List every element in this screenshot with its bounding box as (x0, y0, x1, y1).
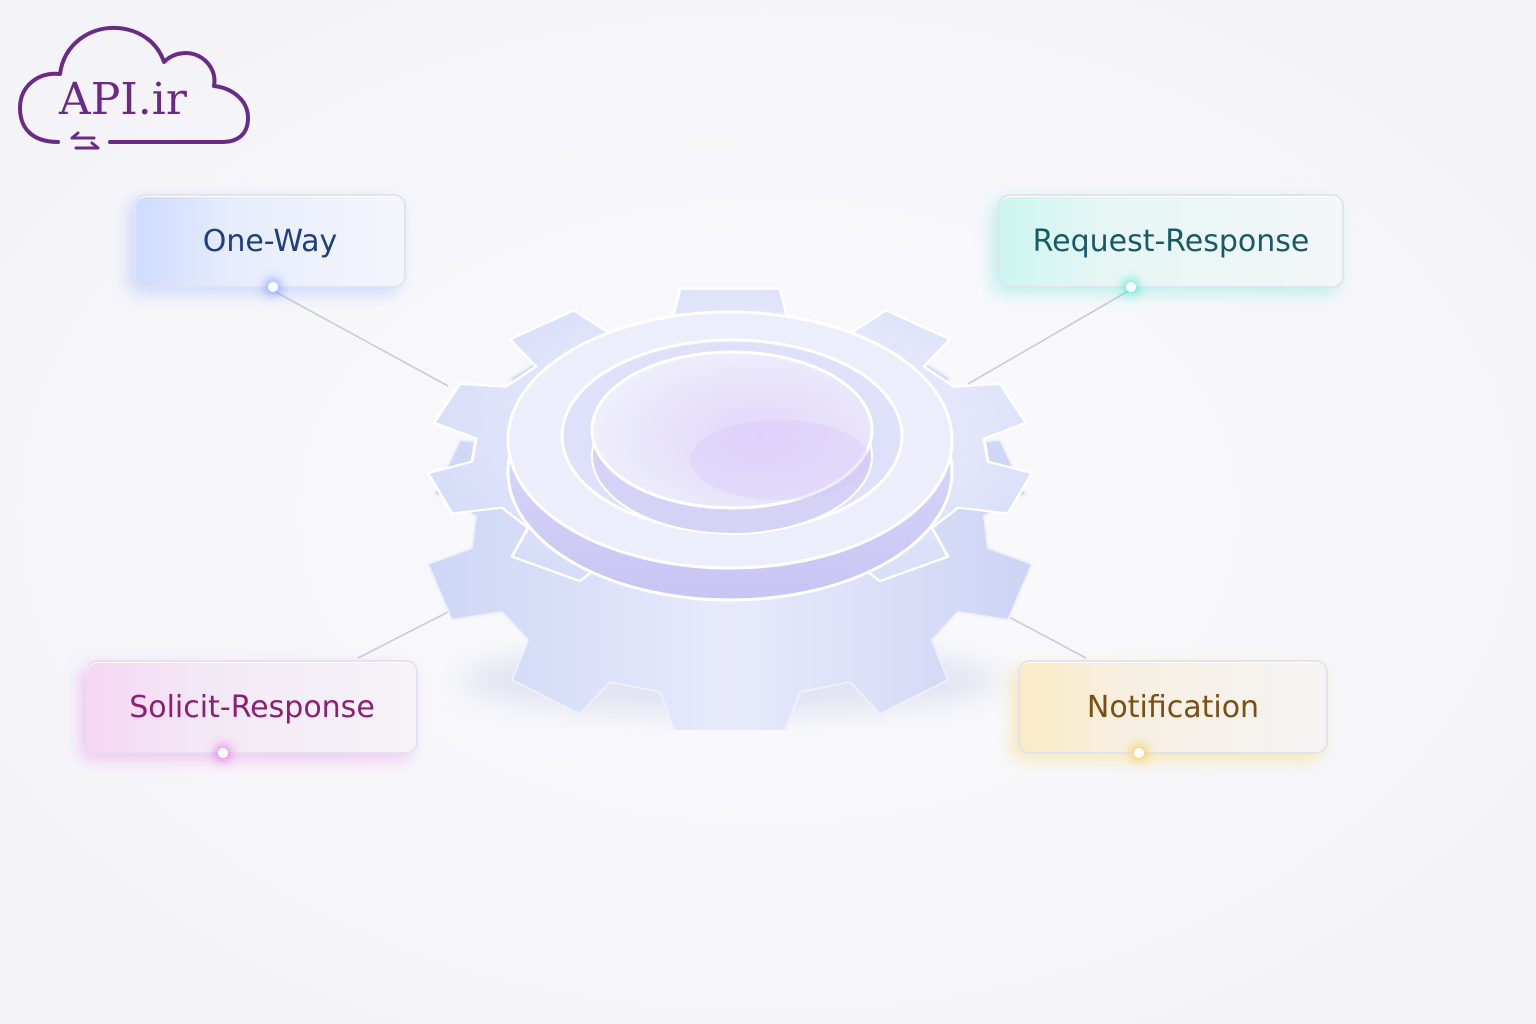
connector-notification (995, 609, 1087, 659)
node-solicit-response: Solicit-Response (86, 660, 418, 758)
connector-solicit-response (357, 609, 453, 659)
node-request-response-anchor (1126, 282, 1136, 292)
connector-request-response (967, 289, 1131, 385)
logo: API.ir (18, 18, 254, 158)
cloud-exchange-icon (18, 25, 250, 150)
node-one-way-label: One-Way (202, 223, 338, 259)
node-one-way: One-Way (134, 194, 406, 292)
connector-one-way (271, 289, 449, 387)
gear-hub-glow (690, 420, 870, 500)
node-request-response-label: Request-Response (1032, 223, 1310, 259)
node-solicit-response-anchor (218, 748, 228, 758)
node-notification-anchor (1134, 748, 1144, 758)
logo-text: API.ir (59, 74, 187, 125)
node-notification: Notification (1018, 660, 1328, 758)
node-one-way-anchor (268, 282, 278, 292)
node-request-response: Request-Response (998, 194, 1344, 292)
node-notification-label: Notification (1086, 689, 1260, 725)
gear-hub-top (590, 350, 874, 510)
gear-icon (426, 287, 1034, 730)
node-solicit-response-label: Solicit-Response (129, 689, 375, 725)
